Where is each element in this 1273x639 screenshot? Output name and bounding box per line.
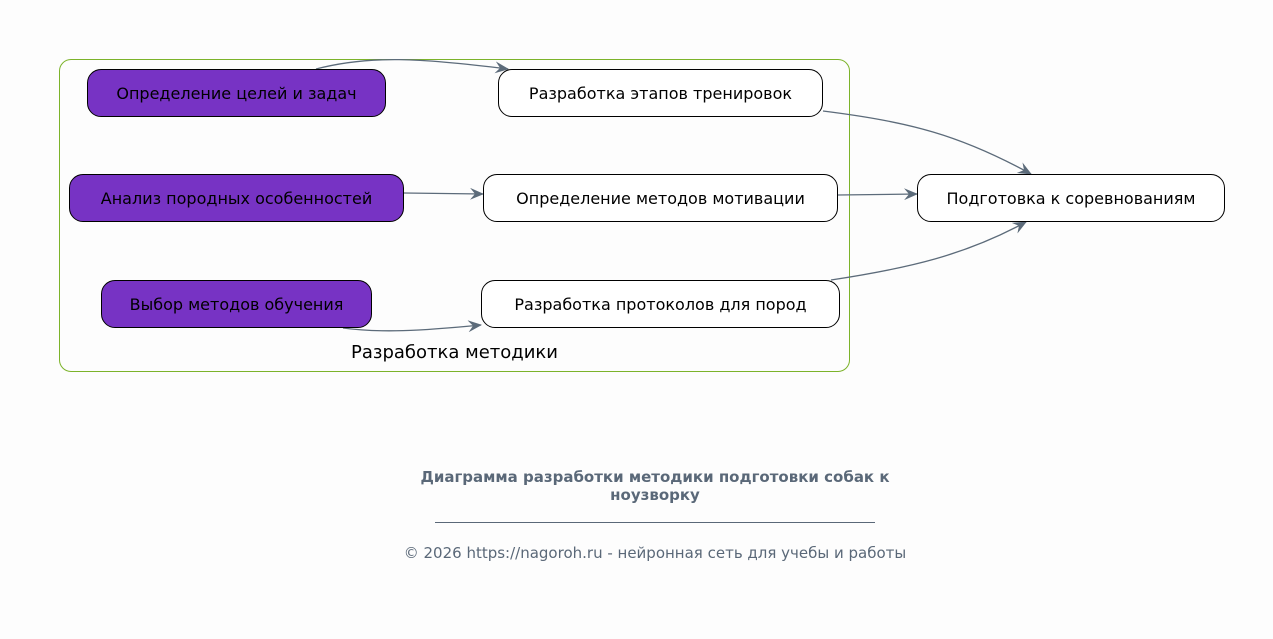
edge-protocols-to-competition	[830, 221, 1027, 281]
node-competition[interactable]: Подготовка к соревнованиям	[917, 174, 1225, 222]
edge-breeds-to-motivation	[403, 187, 484, 200]
node-breeds[interactable]: Анализ породных особенностей	[69, 174, 404, 222]
diagram-title: Диаграмма разработки методики подготовки…	[420, 468, 890, 504]
edge-goals-to-stages	[315, 58, 509, 74]
cluster-label: Разработка методики	[351, 342, 558, 363]
node-methods[interactable]: Выбор методов обучения	[101, 280, 372, 328]
cluster-methodology: Разработка методики	[59, 59, 850, 372]
edge-methods-to-protocols	[342, 320, 482, 333]
node-stages[interactable]: Разработка этапов тренировок	[498, 69, 823, 117]
node-protocols[interactable]: Разработка протоколов для пород	[481, 280, 840, 328]
node-goals[interactable]: Определение целей и задач	[87, 69, 386, 117]
node-motivation[interactable]: Определение методов мотивации	[483, 174, 838, 222]
divider	[435, 522, 875, 523]
edge-motivation-to-competition	[837, 188, 918, 201]
footer-copyright: © 2026 https://nagoroh.ru - нейронная се…	[403, 544, 907, 562]
edge-stages-to-competition	[822, 110, 1032, 175]
